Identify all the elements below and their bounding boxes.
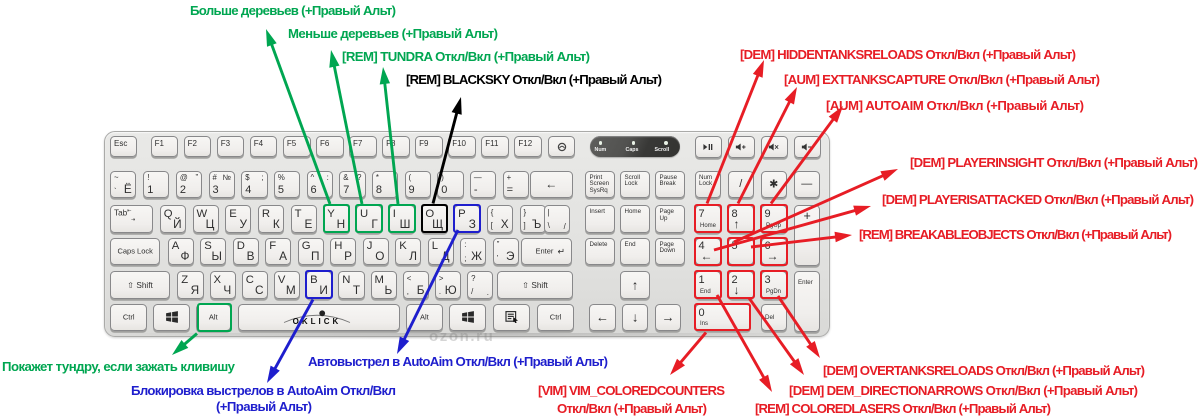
svg-text:OKLICK: OKLICK <box>292 317 341 326</box>
